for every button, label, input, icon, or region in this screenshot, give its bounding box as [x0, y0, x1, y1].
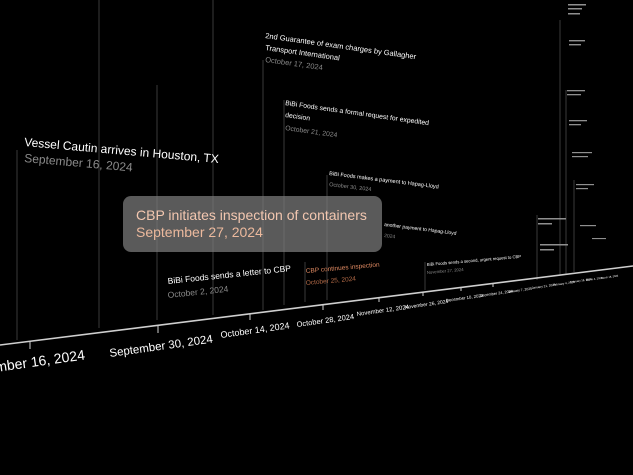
distant-event-text	[538, 223, 552, 225]
event-date: 2024	[384, 233, 396, 240]
event-title: BiBi Foods sends a formal request for ex…	[285, 100, 430, 127]
distant-event-text	[580, 225, 596, 227]
axis-tick-label: mber 16, 2024	[0, 347, 86, 375]
axis-tick-label: March 18, 2025	[601, 275, 619, 280]
event-letter[interactable]: BiBi Foods sends a letter to CBP October…	[167, 263, 291, 300]
popup-title: CBP initiates inspection of containers	[136, 207, 367, 223]
distant-event-text	[569, 124, 581, 126]
event-title: decision	[285, 112, 311, 122]
event-title: BiBi Foods sends a letter to CBP	[167, 263, 291, 286]
distant-event-text	[568, 4, 586, 6]
axis-tick-label: March 4, 2025	[586, 276, 604, 282]
event-continues[interactable]: CBP continues inspection October 25, 202…	[306, 262, 381, 287]
axis-tick-label: December 24, 2024	[480, 289, 514, 298]
event-formal-request[interactable]: BiBi Foods sends a formal request for ex…	[285, 100, 430, 139]
axis-tick-label: October 28, 2024	[296, 312, 355, 329]
axis-tick-label: February 4, 2025	[553, 280, 576, 287]
axis-tick-label: November 12, 2024	[356, 305, 410, 318]
distant-event-text	[569, 44, 581, 46]
axis-tick-label: January 21, 2025	[532, 283, 557, 290]
event-urgent[interactable]: BiBi Foods sends a second, urgent reques…	[427, 254, 522, 275]
distant-events	[538, 4, 606, 251]
distant-event-text	[538, 218, 566, 220]
distant-event-text	[576, 188, 588, 190]
distant-event-text	[576, 184, 594, 186]
axis-tick-label: February 18, 2025	[570, 277, 593, 284]
event-title: CBP continues inspection	[306, 262, 381, 275]
event-date: November 27, 2024	[427, 267, 465, 275]
axis-tick-label: December 10, 2024	[445, 293, 484, 303]
axis-tick-label: November 26, 2024	[404, 299, 449, 311]
event-title: BiBi Foods sends a second, urgent reques…	[427, 254, 522, 267]
axis-tick-marks	[29, 284, 494, 349]
distant-event-text	[569, 120, 587, 122]
distant-event-text	[568, 8, 582, 10]
distant-event-text	[572, 156, 588, 158]
distant-event-text	[567, 94, 581, 96]
distant-event-text	[540, 244, 568, 246]
event-date: October 30, 2024	[329, 182, 372, 193]
distant-event-text	[540, 249, 554, 251]
distant-event-text	[569, 40, 585, 42]
popup-date: September 27, 2024	[136, 224, 263, 240]
distant-event-text	[567, 90, 585, 92]
event-date: October 25, 2024	[306, 276, 357, 287]
event-payment-1[interactable]: BiBi Foods makes a payment to Hapag-Lloy…	[329, 171, 439, 193]
axis-tick-label: January 7, 2025	[508, 287, 533, 294]
distant-event-text	[592, 238, 606, 240]
event-payment-2[interactable]: another payment to Hapag-Lloyd 2024	[384, 222, 457, 240]
event-guarantee[interactable]: 2nd Guarantee of exam charges by Gallagh…	[265, 31, 417, 72]
axis-tick-label: October 14, 2024	[220, 320, 290, 340]
axis-tick-labels: mber 16, 2024 September 30, 2024 October…	[0, 275, 619, 375]
event-date: October 2, 2024	[167, 284, 229, 300]
axis-tick-label: September 30, 2024	[109, 333, 214, 359]
distant-event-text	[568, 13, 580, 15]
distant-event-text	[572, 152, 592, 154]
event-popup[interactable]: CBP initiates inspection of containers S…	[123, 196, 382, 252]
timeline-axis	[0, 265, 633, 346]
event-date: October 21, 2024	[285, 125, 338, 139]
event-vessel[interactable]: Vessel Cautin arrives in Houston, TX Sep…	[24, 135, 220, 174]
